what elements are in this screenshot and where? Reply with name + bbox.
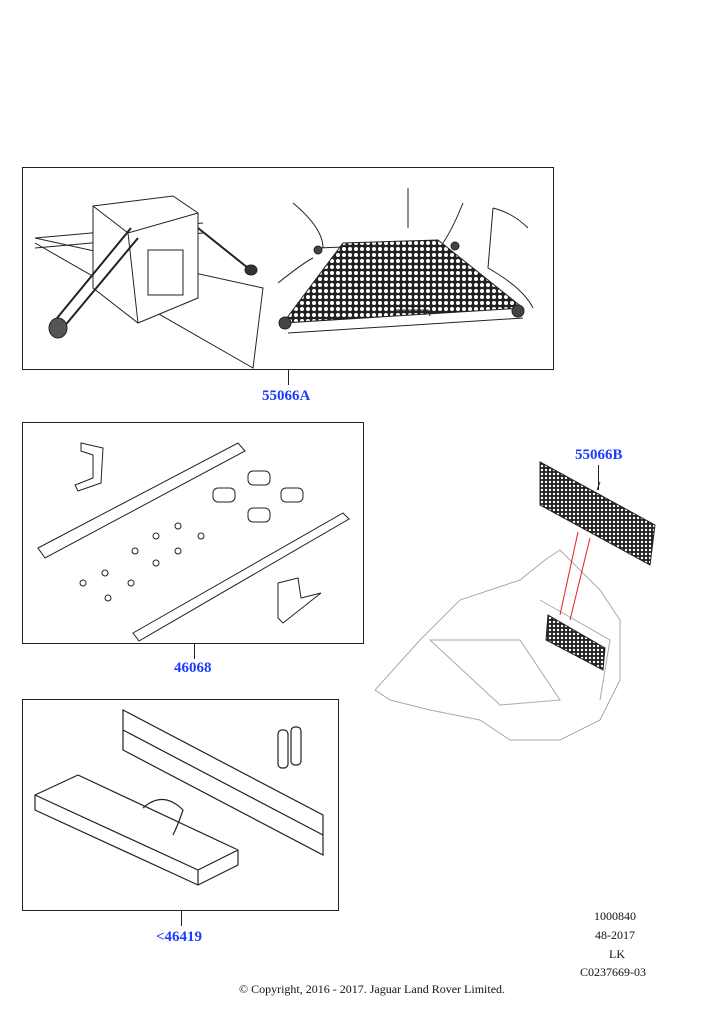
callout-46419[interactable]: <46419 (156, 929, 203, 945)
divider-bag-illustration (34, 709, 324, 886)
callout-55066a[interactable]: 55066A (262, 388, 311, 404)
leader-line (194, 644, 195, 659)
callout-55066b[interactable]: 55066B (575, 447, 623, 463)
illustration-date: 48-2017 (595, 928, 635, 942)
panel-rail-kit (22, 422, 364, 644)
leader-line (181, 911, 182, 926)
illustration-reference: C0237669-03 (580, 965, 646, 979)
illustration-model-code: LK (609, 947, 625, 961)
callout-46068[interactable]: 46068 (174, 660, 212, 676)
illustration-number: 1000840 (594, 909, 636, 923)
copyright-notice: © Copyright, 2016 - 2017. Jaguar Land Ro… (238, 982, 506, 996)
luggage-net-illustration (34, 188, 534, 369)
panel-divider-bag (22, 699, 339, 911)
leader-line (288, 370, 289, 385)
panel-luggage-net (22, 167, 554, 370)
leader-line (598, 465, 599, 490)
rail-kit-illustration (37, 442, 350, 642)
